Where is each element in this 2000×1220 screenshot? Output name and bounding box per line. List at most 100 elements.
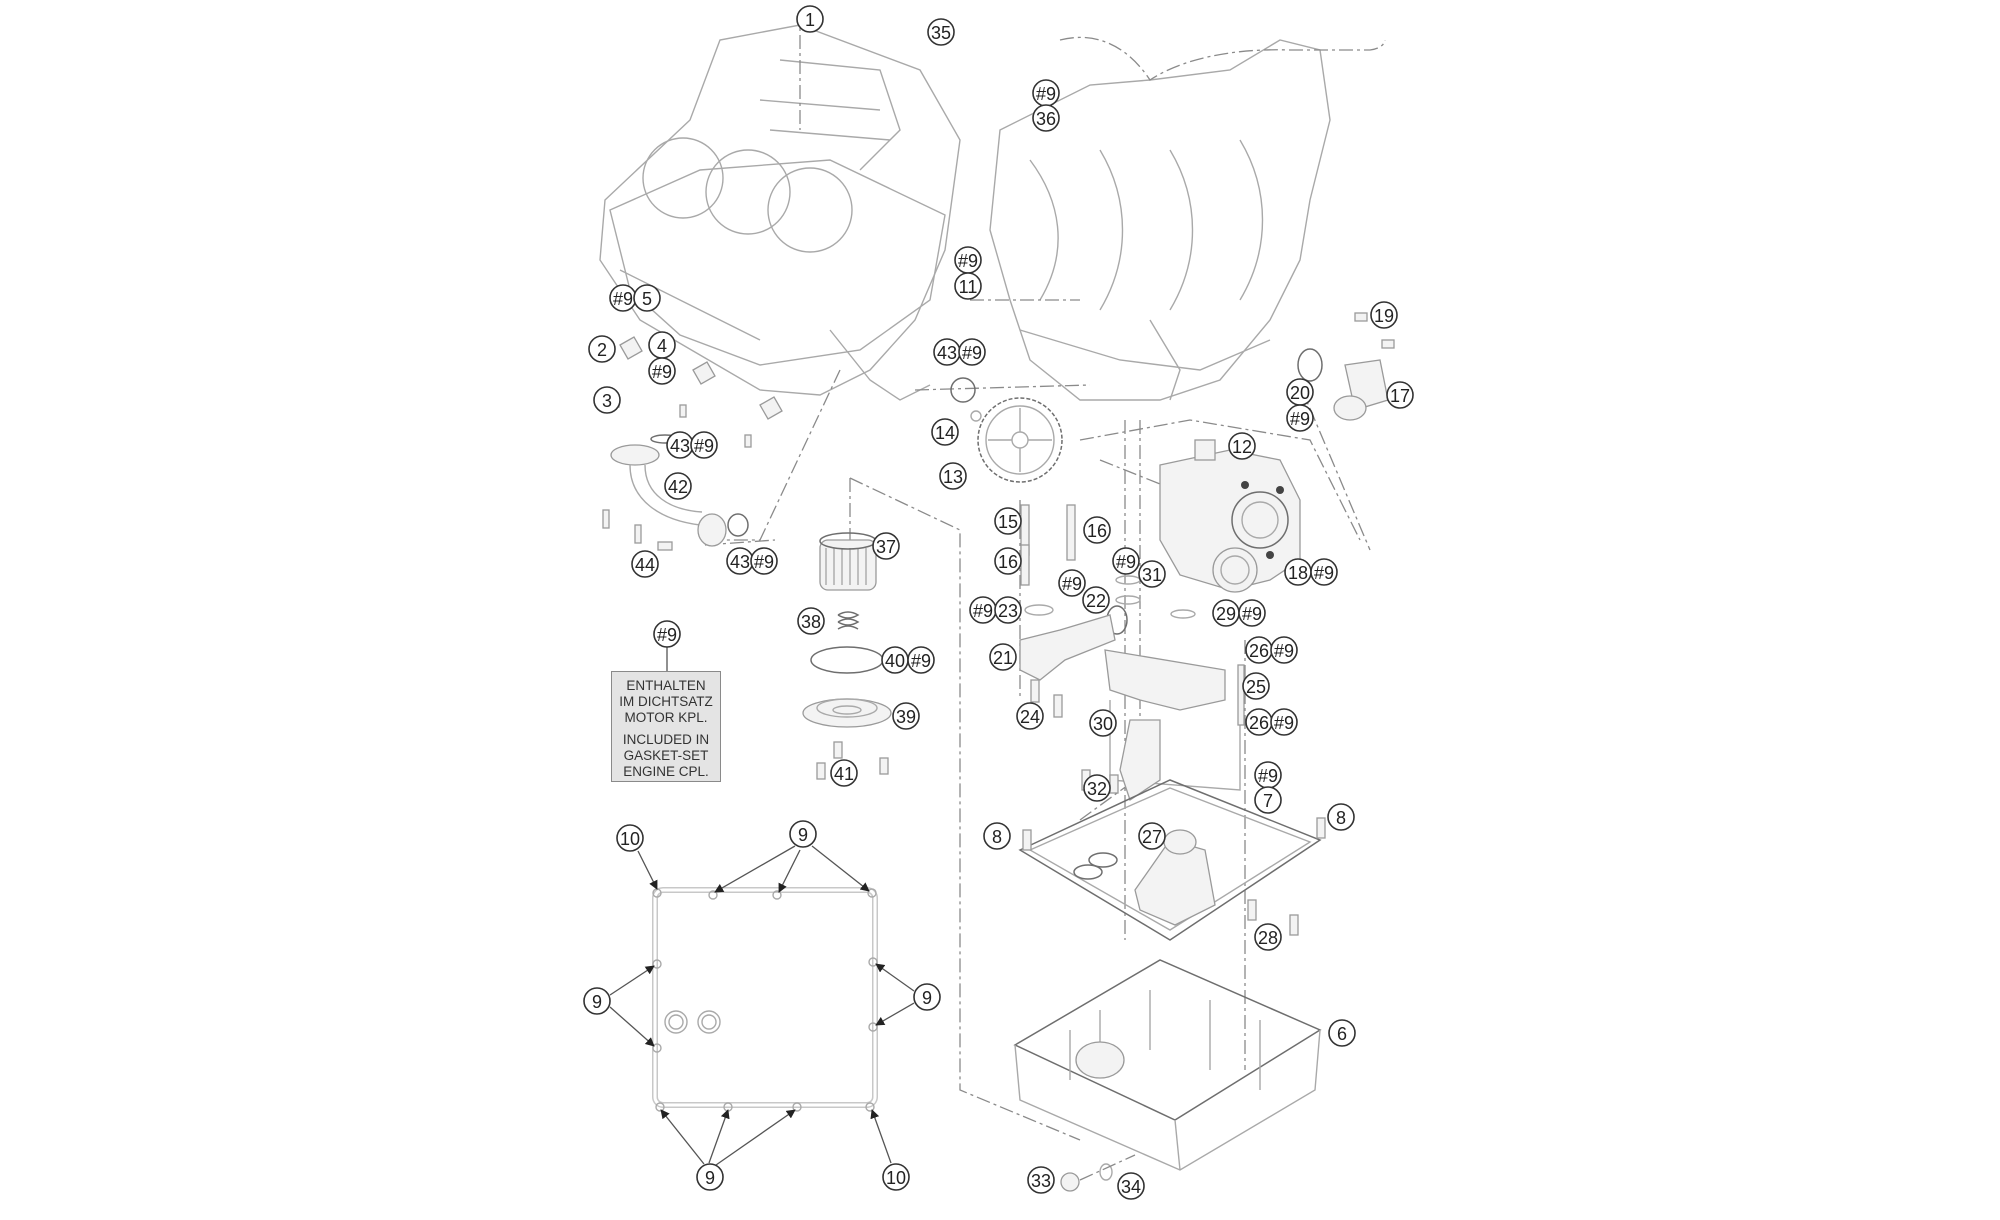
callout-circle xyxy=(1027,1166,1055,1194)
callout-text: 23 xyxy=(998,601,1018,621)
callout-c9b: #9 xyxy=(954,246,982,274)
callout-text: 29 xyxy=(1216,604,1236,624)
callout-c11: 11 xyxy=(954,272,982,300)
gasket-arrows xyxy=(609,646,915,1166)
callout-c28: 28 xyxy=(1254,923,1282,951)
callout-circle xyxy=(583,987,611,1015)
callout-c39: 39 xyxy=(892,702,920,730)
callout-c33: 33 xyxy=(1027,1166,1055,1194)
callout-circle xyxy=(1089,709,1117,737)
gasket-outline xyxy=(652,887,878,1112)
note-line-en-1: INCLUDED IN xyxy=(622,732,710,747)
callout-c13: 13 xyxy=(939,462,967,490)
callout-circle xyxy=(1032,104,1060,132)
callout-c9d: #9 xyxy=(648,357,676,385)
callout-c42: 42 xyxy=(664,472,692,500)
callout-text: 19 xyxy=(1374,306,1394,326)
callout-circle xyxy=(1310,558,1338,586)
callout-text: 31 xyxy=(1142,565,1162,585)
callout-circle xyxy=(1083,516,1111,544)
callout-c23: 23 xyxy=(994,596,1022,624)
callout-c36: 36 xyxy=(1032,104,1060,132)
callout-circle xyxy=(1117,1172,1145,1200)
callout-circle xyxy=(983,822,1011,850)
callout-c44: 44 xyxy=(631,550,659,578)
callout-text: #9 xyxy=(1274,641,1294,661)
callout-circle xyxy=(994,507,1022,535)
callout-circle xyxy=(994,547,1022,575)
callout-c29: 29 xyxy=(1212,599,1240,627)
callout-c41: 41 xyxy=(830,759,858,787)
callout-c16a: 16 xyxy=(1083,516,1111,544)
callout-c8b: 8 xyxy=(1327,803,1355,831)
callout-c14: 14 xyxy=(931,418,959,446)
callout-circle xyxy=(994,596,1022,624)
callout-text: 3 xyxy=(602,391,612,411)
callout-circle xyxy=(1112,547,1140,575)
oil-pan xyxy=(1013,959,1322,1192)
callout-text: 17 xyxy=(1390,386,1410,406)
callout-circle xyxy=(648,357,676,385)
callout-c9l: #9 xyxy=(969,596,997,624)
callout-c32: 32 xyxy=(1083,774,1111,802)
callout-circle xyxy=(882,1163,910,1191)
callout-c43c: 43 xyxy=(726,547,754,575)
callout-c30: 30 xyxy=(1089,709,1117,737)
callout-circle xyxy=(1254,923,1282,951)
callout-text: #9 xyxy=(694,436,714,456)
callout-text: 25 xyxy=(1246,677,1266,697)
callout-circle xyxy=(616,824,644,852)
callout-text: 1 xyxy=(805,10,815,30)
callout-c16b: 16 xyxy=(994,547,1022,575)
callout-text: 21 xyxy=(993,648,1013,668)
callout-circle xyxy=(653,620,681,648)
callout-circle xyxy=(1270,708,1298,736)
callout-circle xyxy=(989,643,1017,671)
callout-text: 9 xyxy=(705,1168,715,1188)
callout-text: #9 xyxy=(911,651,931,671)
callout-text: 38 xyxy=(801,612,821,632)
callout-text: #9 xyxy=(1258,766,1278,786)
note-line-de-1: ENTHALTEN xyxy=(626,678,706,693)
callout-c12: 12 xyxy=(1228,432,1256,460)
callout-circle xyxy=(927,18,955,46)
callout-c10b: 10 xyxy=(882,1163,910,1191)
callout-c25: 25 xyxy=(1242,672,1270,700)
callout-text: 11 xyxy=(959,277,978,297)
callout-circle xyxy=(1327,803,1355,831)
callout-c9p: #9 xyxy=(907,646,935,674)
callout-text: 6 xyxy=(1337,1024,1347,1044)
note-line-en-2: GASKET-SET xyxy=(623,748,709,763)
callout-c37: 37 xyxy=(872,532,900,560)
callout-text: 4 xyxy=(657,336,667,356)
callout-circle xyxy=(939,462,967,490)
callout-text: 43 xyxy=(730,552,750,572)
callout-c7: 7 xyxy=(1254,786,1282,814)
callout-c9f: #9 xyxy=(1286,404,1314,432)
callout-c10a: 10 xyxy=(616,824,644,852)
callout-text: 16 xyxy=(1087,521,1107,541)
callout-text: #9 xyxy=(1274,713,1294,733)
callout-text: #9 xyxy=(613,289,633,309)
callout-text: 12 xyxy=(1232,437,1252,457)
callout-circle xyxy=(664,472,692,500)
callout-text: 36 xyxy=(1036,109,1056,129)
callout-text: 7 xyxy=(1263,791,1273,811)
callout-circle xyxy=(631,550,659,578)
callout-circle xyxy=(830,759,858,787)
callout-circle xyxy=(1058,569,1086,597)
callout-text: 9 xyxy=(922,988,932,1008)
oil-pump xyxy=(1159,439,1301,593)
callout-text: 16 xyxy=(998,552,1018,572)
callout-text: #9 xyxy=(652,362,672,382)
callout-c4: 4 xyxy=(648,331,676,359)
callout-circle xyxy=(958,338,986,366)
callout-circle xyxy=(892,702,920,730)
callout-c26b: 26 xyxy=(1245,708,1273,736)
callout-text: 43 xyxy=(937,343,957,363)
note-line-de-2: IM DICHTSATZ xyxy=(619,694,713,709)
callout-text: 37 xyxy=(876,537,896,557)
callout-text: #9 xyxy=(958,251,978,271)
oil-pan-gasket xyxy=(1018,779,1326,941)
